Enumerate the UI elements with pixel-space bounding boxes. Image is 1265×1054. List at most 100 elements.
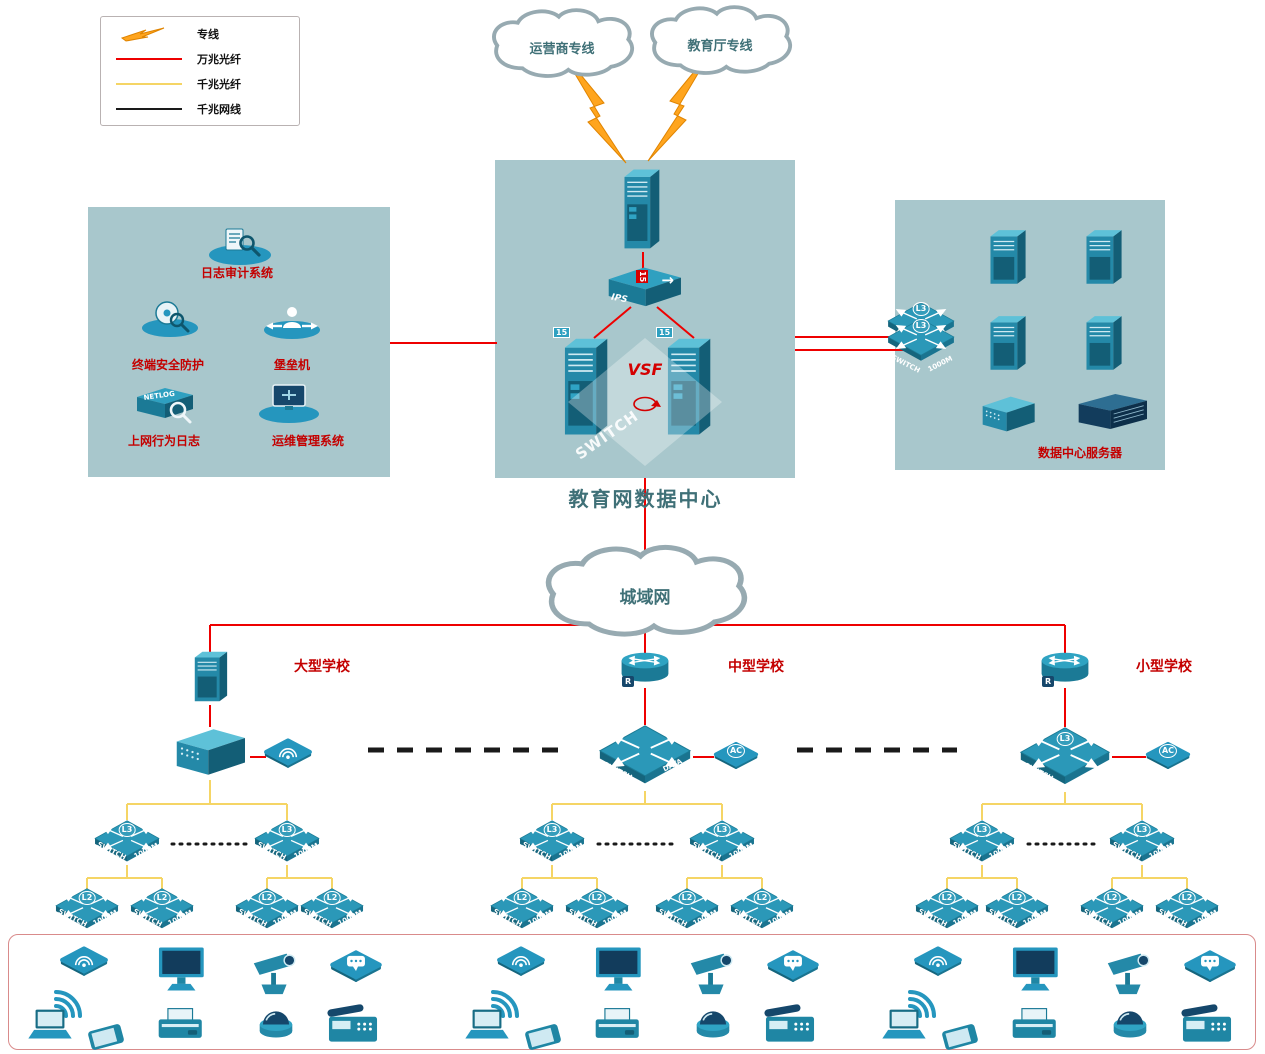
l3-switch[interactable]: L3 SWITCH 1000M [948, 818, 1016, 867]
router-badge: R [622, 676, 635, 687]
dome-camera-icon[interactable] [691, 1000, 735, 1044]
school-router[interactable]: R [618, 648, 672, 690]
datacenter-switch[interactable]: L3 L3 SWITCH 1000M [886, 300, 956, 374]
l2-switch[interactable]: L2 SWITCH 1000M [914, 886, 980, 934]
smartphone-icon[interactable] [84, 1022, 128, 1052]
l3-badge: L3 [912, 302, 930, 316]
bastion-host-label: 堡垒机 [273, 358, 310, 372]
l3-switch[interactable]: L3 SWITCH 1000M [518, 818, 586, 867]
server-tower[interactable] [984, 226, 1030, 290]
legend-item-10g-fiber: 万兆光纤 [101, 48, 299, 70]
server-tower[interactable] [1080, 226, 1126, 290]
fax-phone-icon[interactable] [1178, 1004, 1236, 1046]
cloud-carrier-label: 运营商专线 [529, 41, 595, 57]
netlog-icon[interactable]: NETLOG [132, 384, 198, 428]
terminal-security-icon[interactable] [138, 298, 202, 338]
printer-icon[interactable] [154, 1004, 208, 1044]
l2-badge: L2 [513, 891, 531, 905]
cctv-camera-icon[interactable] [248, 944, 302, 998]
l3-switch[interactable]: L3 SWITCH 1000M [1108, 818, 1176, 867]
server-chassis[interactable] [1072, 390, 1152, 438]
l2-switch[interactable]: L2 SWITCH 1000M [299, 886, 365, 934]
l2-switch[interactable]: L2 SWITCH 1000M [1079, 886, 1145, 934]
ops-mgmt-icon[interactable] [256, 382, 322, 424]
l2-switch[interactable]: L2 SWITCH 1000M [984, 886, 1050, 934]
core-server-1[interactable]: 15 [553, 327, 614, 439]
desktop-icon[interactable] [1008, 944, 1066, 994]
server-panel-title: 数据中心服务器 [1037, 446, 1122, 460]
dome-camera-icon[interactable] [254, 1000, 298, 1044]
ac-controller[interactable]: AC [712, 740, 760, 772]
yellow-1g-links [86, 780, 1188, 890]
fax-phone-icon[interactable] [324, 1004, 382, 1046]
school-firewall[interactable] [189, 648, 231, 707]
voip-icon[interactable] [328, 948, 384, 984]
terminal-security-label: 终端安全防护 [131, 358, 204, 372]
ips-display: 15 [636, 270, 648, 284]
core-server-2[interactable]: 15 [656, 327, 717, 439]
l2-switch[interactable]: L2 SWITCH 1000M [564, 886, 630, 934]
fax-phone-icon[interactable] [761, 1004, 819, 1046]
school-small-label: 小型学校 [1136, 659, 1192, 675]
l3-switch[interactable]: L3 SWITCH 1000M [93, 818, 161, 867]
desktop-icon[interactable] [591, 944, 649, 994]
wlan-ap-icon[interactable] [495, 944, 547, 978]
router-badge: R [1042, 676, 1055, 687]
school-server[interactable] [168, 724, 252, 780]
log-audit-label: 日志审计系统 [200, 266, 273, 280]
server-tag: 15 [553, 327, 571, 338]
cctv-camera-icon[interactable] [685, 944, 739, 998]
cctv-camera-icon[interactable] [1102, 944, 1156, 998]
ops-mgmt-label: 运维管理系统 [271, 434, 344, 448]
l2-switch[interactable]: L2 SWITCH 1000M [654, 886, 720, 934]
l3-badge: L3 [278, 823, 296, 837]
server-tower[interactable] [1080, 312, 1126, 376]
l2-switch[interactable]: L2 SWITCH 1000M [54, 886, 120, 934]
bastion-host-icon[interactable] [260, 302, 324, 340]
lightning-bolts [561, 49, 713, 164]
laptop-icon[interactable] [878, 1008, 930, 1046]
legend-label: 专线 [197, 27, 219, 41]
l2-badge: L2 [1008, 891, 1026, 905]
desktop-icon[interactable] [154, 944, 212, 994]
printer-icon[interactable] [1008, 1004, 1062, 1044]
wlan-ap-icon[interactable] [58, 944, 110, 978]
laptop-icon[interactable] [461, 1008, 513, 1046]
l2-badge: L2 [938, 891, 956, 905]
core-firewall[interactable] [617, 164, 665, 252]
voip-icon[interactable] [1182, 948, 1238, 984]
server-tower[interactable] [984, 312, 1030, 376]
legend-label: 千兆网线 [197, 102, 241, 116]
school-medium-label: 中型学校 [728, 659, 784, 675]
l2-switch[interactable]: L2 SWITCH 1000M [129, 886, 195, 934]
cloud-metro[interactable]: 城域网 [533, 542, 757, 642]
cloud-education[interactable]: 教育厅专线 [641, 3, 799, 79]
cloud-carrier[interactable]: 运营商专线 [483, 6, 641, 82]
voip-icon[interactable] [765, 948, 821, 984]
laptop-icon[interactable] [24, 1008, 76, 1046]
wlan-ap-icon[interactable] [912, 944, 964, 978]
smartphone-icon[interactable] [938, 1022, 982, 1052]
l2-switch[interactable]: L2 SWITCH 1000M [1154, 886, 1220, 934]
smartphone-icon[interactable] [521, 1022, 565, 1052]
cloud-metro-label: 城域网 [619, 587, 671, 608]
school-agg-switch[interactable]: L3 SWITCH 1000M [1018, 724, 1112, 792]
l3-badge: L3 [973, 823, 991, 837]
disk-array[interactable] [976, 392, 1040, 436]
l2-switch[interactable]: L2 SWITCH 1000M [489, 886, 555, 934]
l3-switch[interactable]: L3 SWITCH 1000M [688, 818, 756, 867]
school-router[interactable]: R [1038, 648, 1092, 690]
wireless-controller[interactable] [262, 736, 314, 770]
ac-controller[interactable]: AC [1144, 740, 1192, 772]
l3-badge: L3 [1133, 823, 1151, 837]
server-tag: 15 [656, 327, 674, 338]
printer-icon[interactable] [591, 1004, 645, 1044]
dome-camera-icon[interactable] [1108, 1000, 1152, 1044]
log-audit-icon[interactable] [204, 224, 276, 268]
l2-switch[interactable]: L2 SWITCH 1000M [729, 886, 795, 934]
l3-switch[interactable]: L3 SWITCH 1000M [253, 818, 321, 867]
ips-device[interactable]: 15 → IPS [602, 264, 686, 313]
l2-switch[interactable]: L2 SWITCH 1000M [234, 886, 300, 934]
